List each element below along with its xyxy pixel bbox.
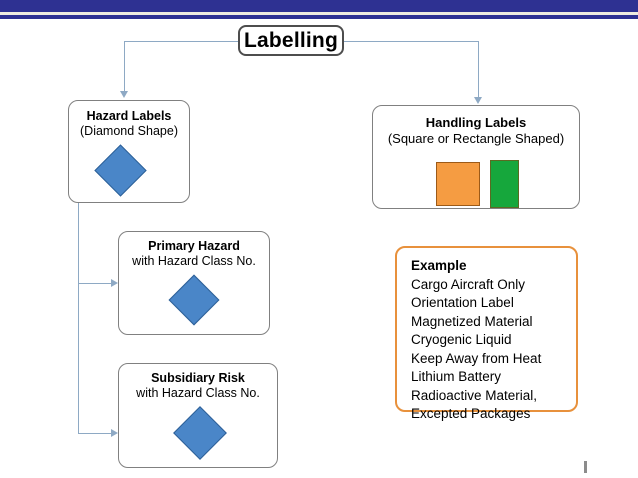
subsidiary-risk-title: Subsidiary Risk [151, 371, 245, 385]
example-item: Orientation Label [411, 295, 514, 310]
connector-labelling-to-handling-vertical [478, 41, 479, 97]
primary-hazard-title: Primary Hazard [148, 239, 240, 253]
node-labelling[interactable]: Labelling [238, 25, 344, 56]
arrowhead-into-handling-labels [474, 97, 482, 104]
example-item: Cargo Aircraft Only [411, 276, 526, 292]
top-banner-gap [0, 12, 638, 15]
example-item: Magnetized Material [411, 313, 533, 329]
panel-example[interactable]: Example Cargo Aircraft Only Orientation … [395, 246, 578, 421]
subsidiary-risk-diamond-icon [173, 406, 227, 460]
hazard-diamond-icon [94, 144, 147, 197]
connector-labelling-to-hazard-horizontal [124, 41, 239, 42]
subsidiary-risk-subtitle: with Hazard Class No. [136, 386, 260, 400]
connector-to-subsidiary-risk-horizontal [78, 433, 112, 434]
connector-hazard-spine-vertical [78, 203, 79, 433]
hazard-labels-title: Hazard Labels [86, 109, 172, 123]
example-heading: Example [411, 258, 467, 273]
primary-hazard-subtitle: with Hazard Class No. [132, 254, 256, 268]
corner-tick-mark [584, 461, 587, 473]
node-handling-labels[interactable]: Handling Labels (Square or Rectangle Sha… [372, 105, 580, 209]
connector-to-primary-hazard-horizontal [78, 283, 112, 284]
example-item: Radioactive Material, [411, 387, 538, 403]
connector-labelling-to-handling-horizontal [343, 41, 478, 42]
node-primary-hazard[interactable]: Primary Hazard with Hazard Class No. [118, 231, 270, 335]
top-banner-primary [0, 0, 638, 12]
arrowhead-into-primary-hazard [111, 279, 118, 287]
labelling-title: Labelling [244, 28, 338, 52]
top-banner-underline [0, 19, 638, 21]
handling-labels-title: Handling Labels [425, 115, 527, 130]
primary-hazard-diamond-icon [168, 274, 220, 326]
example-item: Cryogenic Liquid [411, 332, 512, 347]
connector-labelling-to-hazard-vertical [124, 41, 125, 91]
example-item: Excepted Packages [411, 406, 531, 421]
top-banner-secondary [0, 15, 638, 19]
node-hazard-labels[interactable]: Hazard Labels (Diamond Shape) [68, 100, 190, 203]
hazard-labels-subtitle: (Diamond Shape) [80, 124, 178, 138]
node-subsidiary-risk[interactable]: Subsidiary Risk with Hazard Class No. [118, 363, 278, 468]
handling-labels-subtitle: (Square or Rectangle Shaped) [387, 131, 565, 146]
example-item: Lithium Battery [411, 369, 502, 384]
example-item: Keep Away from Heat [411, 350, 542, 366]
handling-rectangle-green-icon [490, 160, 519, 208]
handling-square-orange-icon [436, 162, 480, 206]
arrowhead-into-subsidiary-risk [111, 429, 118, 437]
arrowhead-into-hazard-labels [120, 91, 128, 98]
